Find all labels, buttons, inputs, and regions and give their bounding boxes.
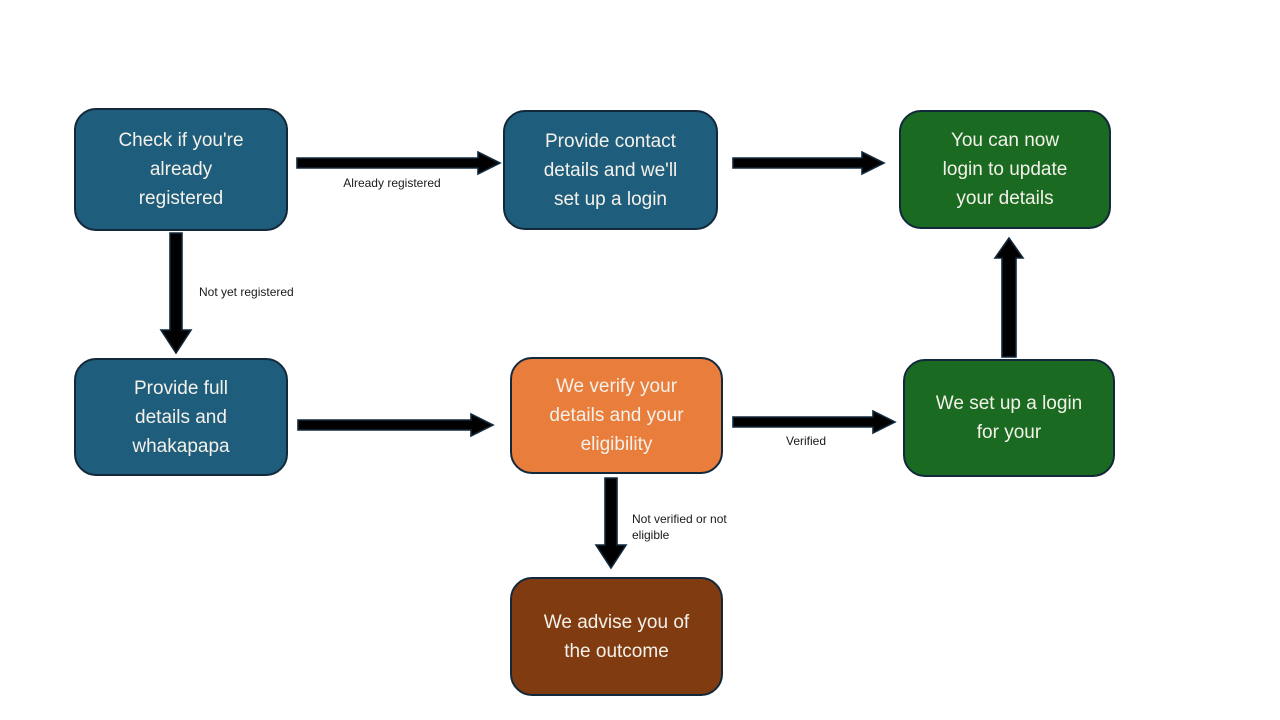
edge-label-not-yet-registered: Not yet registered [199,285,294,299]
flow-node-setup-login: We set up a login for your [903,359,1115,477]
flow-node-login-update-label: You can now login to update your details [942,130,1068,209]
flow-node-provide-contact: Provide contact details and we'll set up… [503,110,718,230]
flow-node-check-registered-label: Check if you're already registered [118,130,244,209]
arrow-not-verified [594,477,628,570]
flow-node-setup-login-label: We set up a login for your [935,393,1083,443]
arrow-not-yet-registered [159,232,193,355]
arrow-setup-to-login-update [993,236,1025,358]
flow-node-provide-contact-label: Provide contact details and we'll set up… [543,130,678,210]
edge-label-already-registered: Already registered [343,176,441,190]
arrow-verified [732,409,897,435]
edge-label-verified: Verified [785,434,827,448]
flow-node-advise-outcome-label: We advise you of the outcome [543,611,690,662]
arrow-contact-to-login [732,150,886,176]
flow-node-login-update: You can now login to update your details [899,110,1111,229]
edge-label-not-verified: Not verified or not eligible [632,512,727,542]
flow-node-check-registered: Check if you're already registered [74,108,288,231]
flow-node-provide-full-details: Provide full details and whakapapa [74,358,288,476]
flow-node-verify-eligibility-label: We verify your details and your eligibil… [549,376,684,455]
flow-node-provide-full-details-label: Provide full details and whakapapa [132,377,230,457]
arrow-details-to-verify [297,412,495,438]
arrow-already-registered [296,150,502,176]
flow-node-advise-outcome: We advise you of the outcome [510,577,723,696]
flow-node-verify-eligibility: We verify your details and your eligibil… [510,357,723,474]
